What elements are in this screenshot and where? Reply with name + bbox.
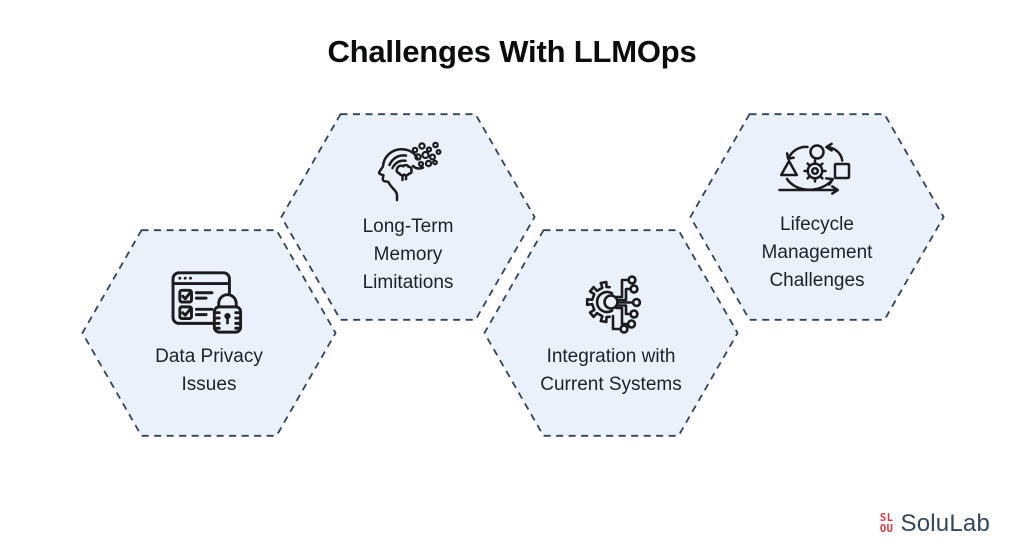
gear-circuit-icon: [585, 275, 642, 334]
hexagon-label-lifecycle: Lifecycle Management Challenges: [761, 214, 873, 291]
iteration-cycle-icon: [778, 142, 851, 195]
page-title: Challenges With LLMOps: [327, 34, 697, 69]
head-memory-loss-icon: [377, 141, 442, 202]
hexagon-outline: [81, 229, 337, 437]
privacy-checklist-lock-icon: [171, 271, 243, 334]
hexagon-outline: [689, 113, 945, 321]
hexagon-outline: [280, 113, 536, 321]
hexagon-label-integration: Integration with Current Systems: [540, 346, 682, 395]
hexagon-memory: Long-Term Memory Limitations: [280, 113, 536, 321]
hexagon-label-memory: Long-Term Memory Limitations: [362, 216, 454, 293]
hexagon-integration: Integration with Current Systems: [483, 229, 739, 437]
solulab-logomark-icon: SL OU: [879, 512, 894, 535]
hexagon-label-data-privacy: Data Privacy Issues: [155, 346, 263, 395]
hexagon-outline: [483, 229, 739, 437]
solulab-logo: SL OU SoluLab: [880, 510, 990, 538]
hexagon-lifecycle: Lifecycle Management Challenges: [689, 113, 945, 321]
hexagon-data-privacy: Data Privacy Issues: [81, 229, 337, 437]
solulab-wordmark: SoluLab: [900, 510, 990, 537]
